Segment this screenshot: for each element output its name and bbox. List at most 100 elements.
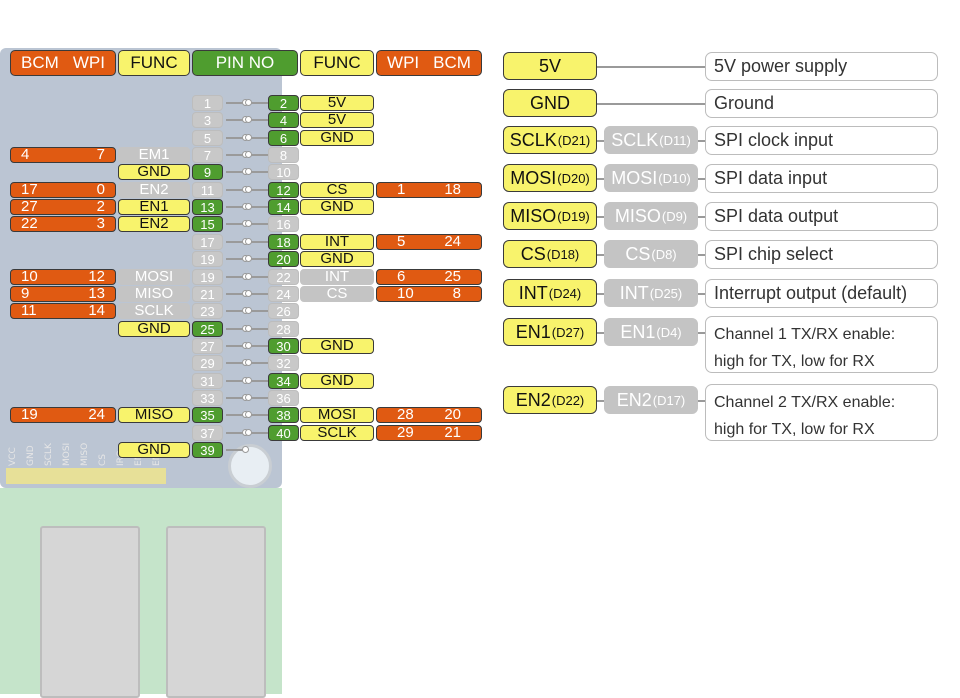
left-function: GND <box>118 442 190 458</box>
legend-pin-5v: 5V <box>503 52 597 80</box>
bcm-value: 18 <box>444 182 461 198</box>
legend-alt-label: INT <box>619 282 649 303</box>
legend-alt-sclk: SCLK(D11) <box>604 126 698 154</box>
legend-main-label: GND <box>530 92 570 113</box>
right-pin-number: 28 <box>268 321 299 337</box>
right-pin-connector <box>245 151 268 158</box>
legend-alt-cs: CS(D8) <box>604 240 698 268</box>
silk-label: VCC <box>8 447 18 466</box>
right-function: CS <box>300 182 374 198</box>
legend-main-label: 5V <box>538 55 562 76</box>
left-pin-number: 31 <box>192 373 223 389</box>
left-pin-connector <box>226 307 249 314</box>
left-pin-connector <box>226 203 249 210</box>
wpi-value: 12 <box>88 269 105 285</box>
right-pin-number: 18 <box>268 234 299 250</box>
header-wpi-label: WPI <box>72 53 105 72</box>
legend-alt-en2: EN2(D17) <box>604 386 698 414</box>
wpi-value: 14 <box>88 303 105 319</box>
right-pin-connector <box>245 342 268 349</box>
left-pin-number: 35 <box>192 407 223 423</box>
left-pin-connector <box>226 411 249 418</box>
legend-pin-sclk: SCLK(D21) <box>503 126 597 154</box>
silk-label: MOSI <box>62 442 72 466</box>
right-pin-connector <box>245 238 268 245</box>
left-pin-connector <box>226 359 249 366</box>
left-pin-number: 5 <box>192 130 223 146</box>
left-pin-number: 37 <box>192 425 223 441</box>
bcm-value: 19 <box>21 407 38 423</box>
left-pin-connector <box>226 377 249 384</box>
right-pin-number: 2 <box>268 95 299 111</box>
left-pin-number: 15 <box>192 216 223 232</box>
legend-description-line2: high for TX, low for RX <box>714 421 875 438</box>
wpi-value: 13 <box>88 286 105 302</box>
right-pin-connector <box>245 116 268 123</box>
legend-main-label: SCLK <box>509 129 557 150</box>
left-pin-number: 19 <box>192 269 223 285</box>
left-pin-number: 33 <box>192 390 223 406</box>
right-pin-number: 16 <box>268 216 299 232</box>
legend-main-sub: (D24) <box>548 285 582 301</box>
right-function: GND <box>300 251 374 267</box>
wpi-value: 0 <box>96 182 105 198</box>
left-pin-connector <box>226 220 249 227</box>
left-pin-connector <box>226 446 249 453</box>
right-pin-connector <box>245 134 268 141</box>
legend-description: Ground <box>705 89 938 118</box>
legend-description: Channel 1 TX/RX enable:high for TX, low … <box>705 316 938 373</box>
left-function: MISO <box>118 407 190 423</box>
legend-pin-int: INT(D24) <box>503 279 597 307</box>
bcm-value: 25 <box>444 269 461 285</box>
bcm-value: 21 <box>444 425 461 441</box>
mounting-hole <box>228 444 272 488</box>
right-function: GND <box>300 199 374 215</box>
legend-pin-en1: EN1(D27) <box>503 318 597 346</box>
bcm-value: 24 <box>444 234 461 250</box>
left-pin-number: 29 <box>192 355 223 371</box>
left-function: EM1 <box>118 147 190 163</box>
wpi-value: 6 <box>397 269 406 285</box>
legend-alt-sub: (D8) <box>651 246 677 262</box>
right-pin-number: 14 <box>268 199 299 215</box>
right-pin-number: 30 <box>268 338 299 354</box>
legend-description-line1: Channel 2 TX/RX enable: <box>714 394 896 411</box>
left-pin-connector <box>226 99 249 106</box>
left-pin-number: 21 <box>192 286 223 302</box>
right-pin-connector <box>245 273 268 280</box>
left-pin-connector <box>226 325 249 332</box>
silk-label: MISO <box>80 442 90 466</box>
header-wpi-label: WPI <box>387 53 420 72</box>
left-function: EN2 <box>118 182 190 198</box>
left-pin-connector <box>226 342 249 349</box>
legend-main-label: MISO <box>510 205 557 226</box>
legend-main-label: CS <box>520 243 546 264</box>
left-pin-number: 11 <box>192 182 223 198</box>
legend-alt-label: EN1 <box>620 321 656 342</box>
left-pin-connector <box>226 151 249 158</box>
right-function: GND <box>300 338 374 354</box>
right-function: INT <box>300 234 374 250</box>
bcm-value: 22 <box>21 216 38 232</box>
right-pin-connector <box>245 220 268 227</box>
legend-alt-label: MISO <box>614 205 661 226</box>
left-pin-number: 23 <box>192 303 223 319</box>
right-pin-number: 32 <box>268 355 299 371</box>
legend-alt-en1: EN1(D4) <box>604 318 698 346</box>
legend-description: Channel 2 TX/RX enable: high for TX, low … <box>705 384 938 441</box>
legend-connector-line <box>597 66 705 68</box>
legend-main-sub: (D20) <box>557 170 590 186</box>
right-function: CS <box>300 286 374 302</box>
left-function: SCLK <box>118 303 190 319</box>
wpi-value: 1 <box>397 182 406 198</box>
left-pin-connector <box>226 186 249 193</box>
legend-alt-sub: (D17) <box>652 392 686 408</box>
right-pin-number: 22 <box>268 269 299 285</box>
